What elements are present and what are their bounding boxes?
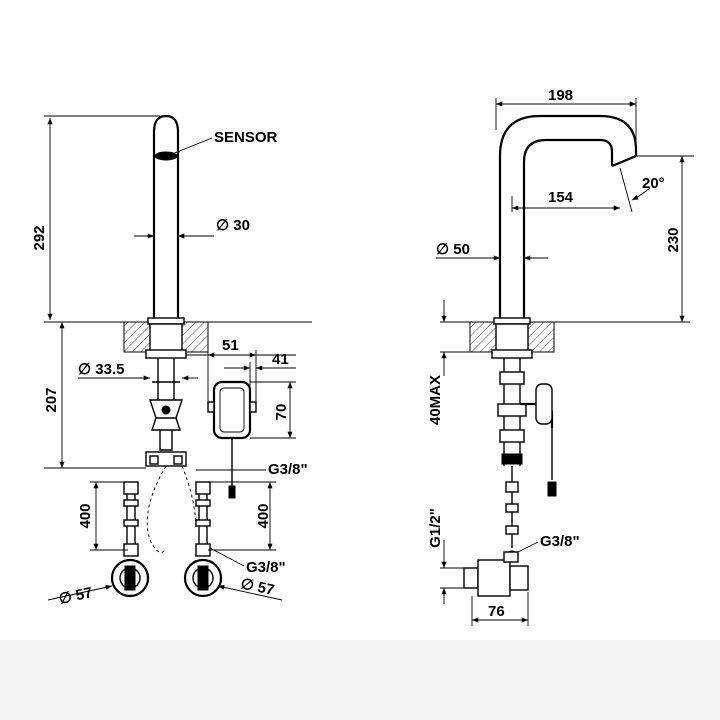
- stop-valve-left: [110, 558, 150, 598]
- dim-diameter-30: ∅ 30: [216, 217, 250, 234]
- label-sensor: SENSOR: [214, 129, 278, 146]
- label-g38-side: G3/8": [540, 533, 580, 550]
- dim-width-198: 198: [548, 87, 573, 104]
- dim-50-value: 50: [453, 241, 470, 258]
- label-g38-bottom: G3/8": [246, 559, 286, 576]
- dim-height-230: 230: [665, 227, 682, 252]
- sensor-window: [154, 151, 178, 161]
- front-view: [44, 114, 312, 601]
- dim-57-left-value: 57: [74, 584, 94, 604]
- curved-spout: [498, 114, 638, 320]
- dim-height-40max: 40MAX: [427, 375, 444, 425]
- spout-column: [152, 114, 180, 320]
- dim-height-70: 70: [273, 404, 290, 421]
- control-box: [212, 380, 252, 440]
- stop-valve-side: [463, 551, 529, 597]
- dim-diameter-57-right: ∅ 57: [239, 575, 276, 599]
- dim-width-154: 154: [548, 189, 574, 206]
- label-g12: G1/2": [427, 508, 444, 548]
- dim-width-41: 41: [272, 351, 289, 368]
- side-view: [436, 98, 694, 626]
- dim-height-207: 207: [43, 387, 60, 412]
- dim-diameter-33-5: ∅ 33.5: [78, 361, 124, 378]
- label-g38-top: G3/8": [268, 461, 308, 478]
- hose-right: [195, 481, 211, 557]
- dim-57-right-value: 57: [256, 579, 276, 599]
- dim-diameter-50: ∅ 50: [436, 241, 470, 258]
- dim-angle-20: 20°: [642, 175, 665, 192]
- stop-valve-right: [183, 558, 223, 598]
- footer-band: [0, 640, 720, 720]
- dim-diameter-57-left: ∅ 57: [57, 584, 94, 608]
- dim-height-400-right: 400: [255, 503, 272, 528]
- dim-width-76: 76: [488, 603, 505, 620]
- dim-width-51: 51: [222, 337, 239, 354]
- dim-height-400-left: 400: [77, 503, 94, 528]
- dim-height-292: 292: [31, 225, 48, 250]
- dim-30-value: 30: [233, 217, 250, 234]
- hose-left: [123, 481, 139, 557]
- dim-33-5-value: 33.5: [95, 361, 124, 378]
